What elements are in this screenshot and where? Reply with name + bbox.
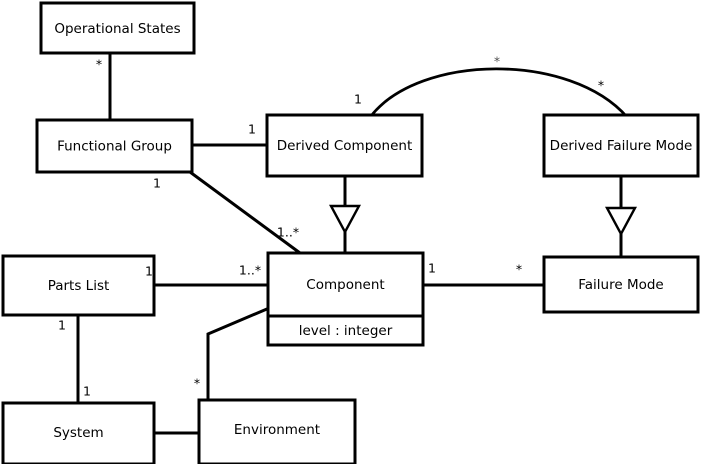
class-box-parts-list[interactable]: Parts List [1,254,156,317]
class-box-rect-derived-failure-mode [542,113,700,178]
class-box-rect-parts-list [1,254,156,317]
class-name-failure-mode: Failure Mode [578,277,664,293]
class-box-rect-failure-mode [542,255,700,314]
association-derived-component-derived-failure-mode[interactable] [369,67,629,118]
multiplicity-functional-group-component-far: 1..* [277,225,299,240]
class-box-failure-mode[interactable]: Failure Mode [542,255,700,314]
class-box-component[interactable]: Component level : integer [266,251,425,347]
class-box-derived-component[interactable]: Derived Component [265,113,424,178]
class-box-system[interactable]: System [1,401,156,464]
multiplicity-parts-list-system-near: 1 [58,318,66,333]
class-box-rect-system [1,401,156,464]
class-name-environment: Environment [234,422,320,438]
class-name-derived-component: Derived Component [277,138,413,154]
multiplicity-derived-component-arc: 1 [354,92,362,107]
multiplicity-operational-states: * [96,57,102,72]
class-box-functional-group[interactable]: Functional Group [35,118,194,174]
class-attribute-component-level: level : integer [299,323,393,339]
multiplicity-parts-list-component-near: 1 [145,264,153,279]
class-name-derived-failure-mode: Derived Failure Mode [550,138,693,154]
class-box-rect-environment [197,398,357,464]
multiplicity-parts-list-component-far: 1..* [239,263,261,278]
multiplicity-arc-top: * [494,54,500,69]
class-name-operational-states: Operational States [54,21,180,37]
class-name-component: Component [306,277,384,293]
class-box-operational-states[interactable]: Operational States [39,1,196,55]
multiplicity-derived-failure-mode-arc: * [598,78,604,93]
generalization-triangle-failure-mode [604,206,638,237]
connectors-layer [76,53,638,435]
class-box-rect-functional-group [35,118,194,174]
generalization-triangle-component [328,204,362,235]
class-box-rect-derived-component [265,113,424,178]
class-name-system: System [53,425,103,441]
class-box-rect-operational-states [39,1,196,55]
association-functional-group-component[interactable] [189,170,301,255]
multiplicity-labels-layer: * 1 1 1..* 1 * * 1 1..* 1 * 1 1 * [58,54,604,399]
multiplicity-component-failure-mode-far: * [516,262,522,277]
multiplicity-parts-list-system-far: 1 [83,384,91,399]
class-box-derived-failure-mode[interactable]: Derived Failure Mode [542,113,700,178]
class-name-functional-group: Functional Group [57,139,172,155]
multiplicity-functional-group-derived-component: 1 [248,122,256,137]
multiplicity-functional-group-component-near: 1 [153,176,161,191]
class-compartment-rect-component-attributes [266,314,425,347]
multiplicity-environment-component: * [194,376,200,391]
association-environment-component[interactable] [206,301,282,400]
class-name-parts-list: Parts List [48,278,110,294]
class-box-environment[interactable]: Environment [197,398,357,464]
multiplicity-component-failure-mode-near: 1 [428,261,436,276]
